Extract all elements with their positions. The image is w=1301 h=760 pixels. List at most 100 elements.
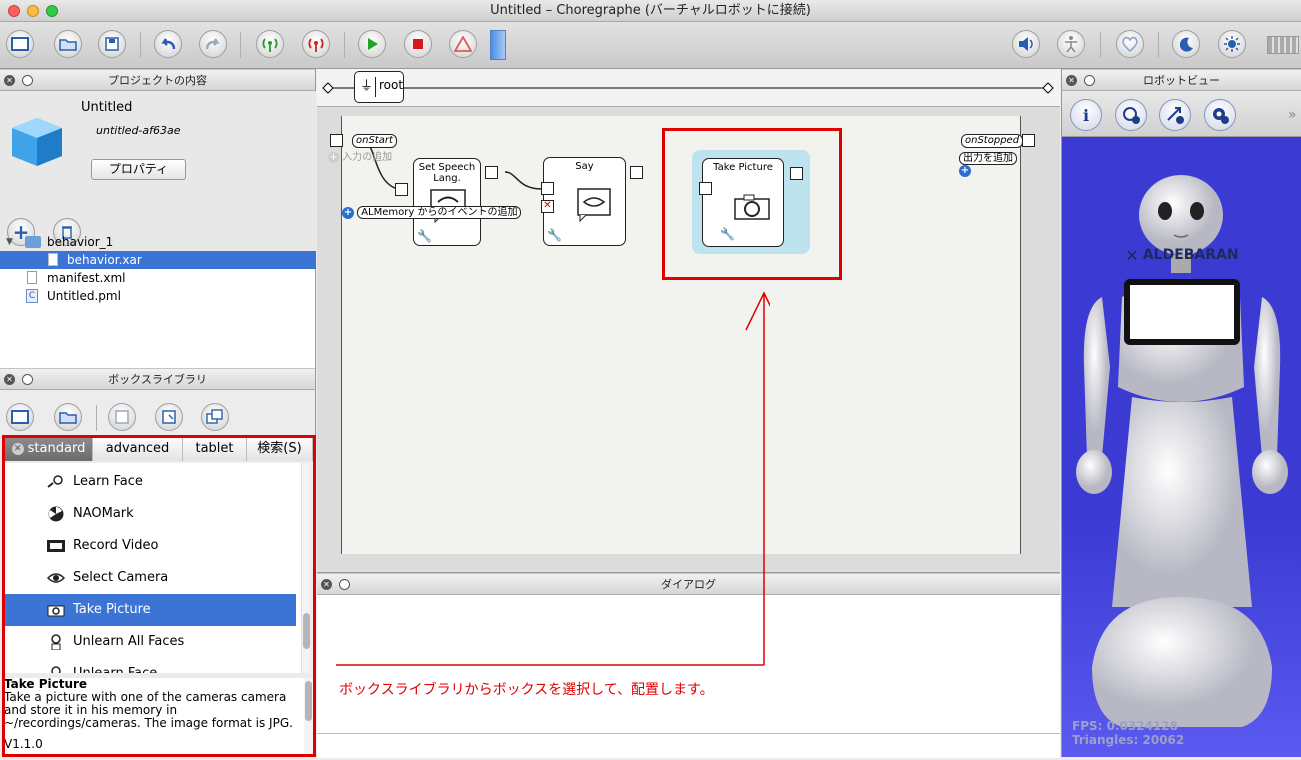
- list-item-unlearn-all-faces[interactable]: Unlearn All Faces: [5, 626, 296, 658]
- panel-title: ボックスライブラリ: [108, 373, 207, 386]
- close-panel-icon[interactable]: ✕: [321, 579, 332, 590]
- tree-item-pml[interactable]: C Untitled.pml: [0, 287, 316, 305]
- sleep-moon-icon[interactable]: [1172, 30, 1200, 58]
- disconnect-icon[interactable]: [302, 30, 330, 58]
- panel-title: ダイアログ: [661, 578, 716, 591]
- camera-icon: [734, 194, 770, 220]
- list-item-take-picture[interactable]: Take Picture: [5, 594, 296, 626]
- stop-icon[interactable]: [404, 30, 432, 58]
- take-picture-output-port[interactable]: [790, 167, 803, 180]
- box-set-speech-lang[interactable]: Set Speech Lang. 🔧: [413, 158, 481, 246]
- wrench-icon[interactable]: 🔧: [417, 229, 432, 243]
- breadcrumb[interactable]: ⏚ root: [354, 71, 404, 103]
- onstart-port[interactable]: [330, 134, 343, 147]
- scrollbar-thumb[interactable]: [303, 613, 310, 649]
- list-item-record-video[interactable]: Record Video: [5, 530, 296, 562]
- tab-search[interactable]: 検索(S): [247, 437, 313, 461]
- heart-icon[interactable]: [1116, 30, 1144, 58]
- new-project-icon[interactable]: [6, 30, 34, 58]
- close-panel-icon[interactable]: ✕: [4, 374, 15, 385]
- expand-arrow-icon[interactable]: ▼: [6, 237, 13, 247]
- box-say[interactable]: Say 🔧: [543, 157, 626, 246]
- file-icon: [48, 253, 58, 266]
- say-output-port[interactable]: [630, 166, 643, 179]
- settings-gear-icon[interactable]: [1204, 99, 1236, 131]
- description-title: Take Picture: [4, 678, 88, 691]
- info-icon[interactable]: i: [1070, 99, 1102, 131]
- tab-standard[interactable]: ✕standard: [5, 437, 93, 461]
- more-icon[interactable]: »: [1288, 107, 1297, 123]
- motion-icon[interactable]: [1159, 99, 1191, 131]
- set-lang-input-port[interactable]: [395, 183, 408, 196]
- zoom-window-button[interactable]: [46, 5, 58, 17]
- box-take-picture[interactable]: Take Picture 🔧: [702, 158, 784, 247]
- tree-item-label: behavior_1: [47, 235, 114, 249]
- open-project-icon[interactable]: [54, 30, 82, 58]
- properties-button[interactable]: プロパティ: [91, 159, 186, 180]
- library-manager-icon[interactable]: [201, 403, 229, 431]
- list-item-label: Take Picture: [73, 602, 151, 617]
- tab-label: advanced: [105, 441, 170, 456]
- redo-icon[interactable]: [199, 30, 227, 58]
- float-panel-icon[interactable]: [22, 374, 33, 385]
- close-tab-icon[interactable]: ✕: [11, 442, 24, 455]
- robot-3d-view[interactable]: ✕ALDEBARAN FPS: 0.0324128 Triangles: 200…: [1062, 137, 1301, 757]
- take-picture-highlight-frame: [662, 128, 842, 280]
- take-picture-input-port[interactable]: [699, 182, 712, 195]
- list-item-label: Select Camera: [73, 570, 169, 585]
- delete-file-button[interactable]: [53, 218, 81, 246]
- wrench-icon[interactable]: 🔧: [547, 228, 562, 242]
- fps-readout: FPS: 0.0324128: [1072, 719, 1178, 733]
- tree-item-behavior-folder[interactable]: ▼ behavior_1: [0, 233, 316, 251]
- add-output-link[interactable]: 出力を追加 +: [959, 152, 1020, 177]
- list-item-select-camera[interactable]: Select Camera: [5, 562, 296, 594]
- tab-advanced[interactable]: advanced: [93, 437, 183, 461]
- list-scrollbar[interactable]: [301, 463, 310, 673]
- annotation-text: ボックスライブラリからボックスを選択して、配置します。: [339, 682, 714, 698]
- aldebaran-logo: ✕ALDEBARAN: [1125, 245, 1239, 265]
- connect-icon[interactable]: [256, 30, 284, 58]
- robot-view-header: ✕ ロボットビュー: [1062, 69, 1301, 91]
- save-library-icon[interactable]: [108, 403, 136, 431]
- list-item-unlearn-face[interactable]: Unlearn Face: [5, 658, 296, 673]
- list-item-naomark[interactable]: NAOMark: [5, 498, 296, 530]
- box-library-header: ✕ ボックスライブラリ: [0, 368, 315, 390]
- onstopped-port[interactable]: [1022, 134, 1035, 147]
- robot-posture-icon[interactable]: [1057, 30, 1085, 58]
- eye-icon: [47, 573, 65, 583]
- say-input-port[interactable]: [541, 182, 554, 195]
- wrench-icon[interactable]: 🔧: [720, 227, 735, 241]
- unlearn-face-icon: [51, 666, 61, 673]
- almemory-add-link[interactable]: + ALMemory からのイベントの追加: [342, 206, 522, 219]
- close-panel-icon[interactable]: ✕: [1066, 75, 1077, 86]
- set-lang-output-port[interactable]: [485, 166, 498, 179]
- breadcrumb-label: root: [379, 78, 404, 92]
- play-icon[interactable]: [358, 30, 386, 58]
- float-panel-icon[interactable]: [339, 579, 350, 590]
- flow-canvas[interactable]: onStart + 入力の追加 Set Speech Lang. 🔧 + ALM…: [328, 116, 1035, 554]
- open-library-icon[interactable]: [54, 403, 82, 431]
- tree-item-behavior-xar[interactable]: behavior.xar: [0, 251, 316, 269]
- save-as-library-icon[interactable]: [155, 403, 183, 431]
- new-library-icon[interactable]: [6, 403, 34, 431]
- add-input-link[interactable]: + 入力の追加: [328, 152, 392, 164]
- tree-item-manifest[interactable]: manifest.xml: [0, 269, 316, 287]
- undo-icon[interactable]: [154, 30, 182, 58]
- say-mouth-icon: [577, 188, 611, 222]
- description-scrollbar[interactable]: [304, 678, 313, 757]
- dialog-input[interactable]: [317, 733, 1060, 758]
- list-item-learn-face[interactable]: Learn Face: [5, 466, 296, 498]
- minimize-window-button[interactable]: [27, 5, 39, 17]
- float-panel-icon[interactable]: [22, 75, 33, 86]
- wake-sun-icon[interactable]: [1218, 30, 1246, 58]
- debug-icon[interactable]: [449, 30, 477, 58]
- camera-view-icon[interactable]: [1115, 99, 1147, 131]
- tab-tablet[interactable]: tablet: [183, 437, 247, 461]
- close-window-button[interactable]: [8, 5, 20, 17]
- volume-bar-icon[interactable]: [490, 30, 506, 60]
- float-panel-icon[interactable]: [1084, 75, 1095, 86]
- speaker-icon[interactable]: [1012, 30, 1040, 58]
- say-stop-port[interactable]: ✕: [541, 200, 554, 213]
- close-panel-icon[interactable]: ✕: [4, 75, 15, 86]
- save-project-icon[interactable]: [98, 30, 126, 58]
